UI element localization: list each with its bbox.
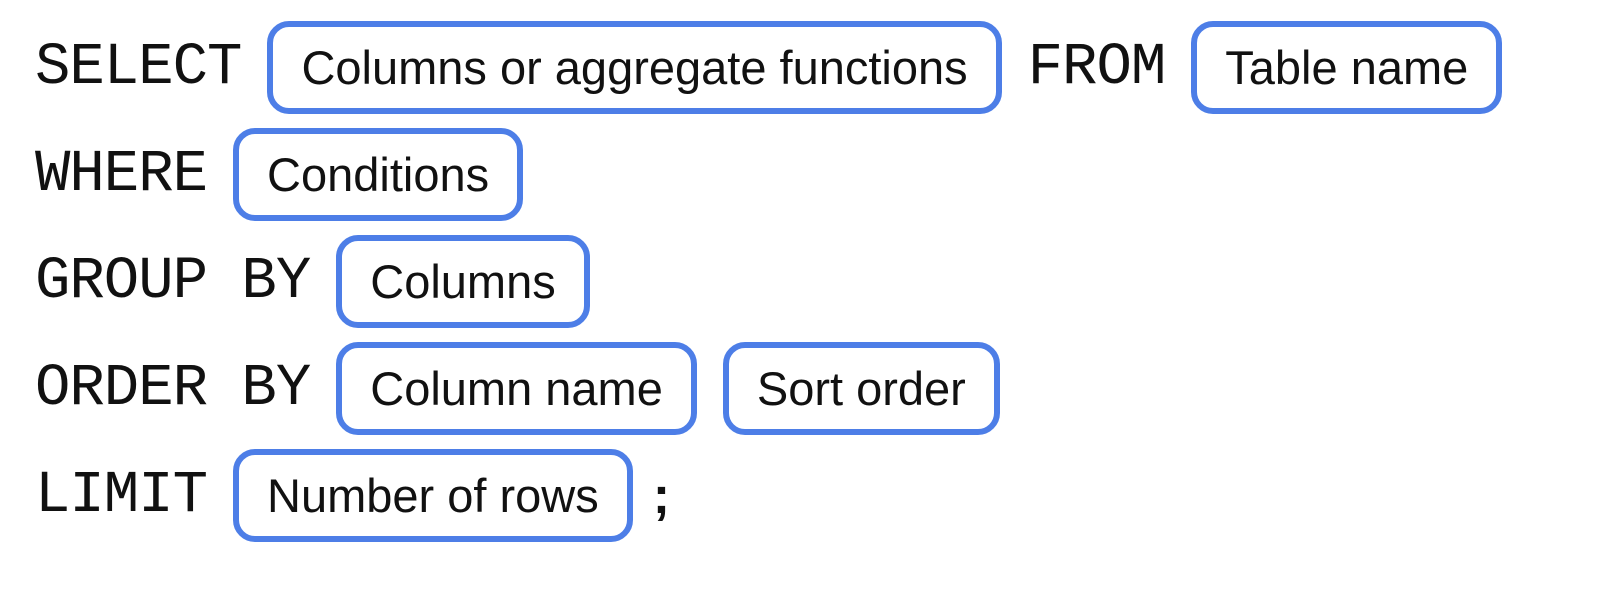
keyword-order-by: ORDER BY <box>35 355 311 422</box>
sql-row-where: WHERE Conditions <box>35 128 1600 221</box>
semicolon: ; <box>652 466 671 525</box>
keyword-from: FROM <box>1027 34 1167 101</box>
placeholder-sort-order: Sort order <box>722 342 1000 435</box>
placeholder-number-of-rows: Number of rows <box>233 449 633 542</box>
placeholder-columns-or-aggregate-functions: Columns or aggregate functions <box>267 21 1002 114</box>
sql-row-limit: LIMIT Number of rows ; <box>35 449 1600 542</box>
placeholder-group-columns: Columns <box>336 235 590 328</box>
placeholder-column-name: Column name <box>336 342 697 435</box>
keyword-select: SELECT <box>35 34 242 101</box>
sql-row-group-by: GROUP BY Columns <box>35 235 1600 328</box>
keyword-where: WHERE <box>35 141 208 208</box>
placeholder-conditions: Conditions <box>233 128 524 221</box>
sql-row-order-by: ORDER BY Column name Sort order <box>35 342 1600 435</box>
placeholder-table-name: Table name <box>1191 21 1503 114</box>
keyword-limit: LIMIT <box>35 462 208 529</box>
sql-row-select: SELECT Columns or aggregate functions FR… <box>35 21 1600 114</box>
keyword-group-by: GROUP BY <box>35 248 311 315</box>
